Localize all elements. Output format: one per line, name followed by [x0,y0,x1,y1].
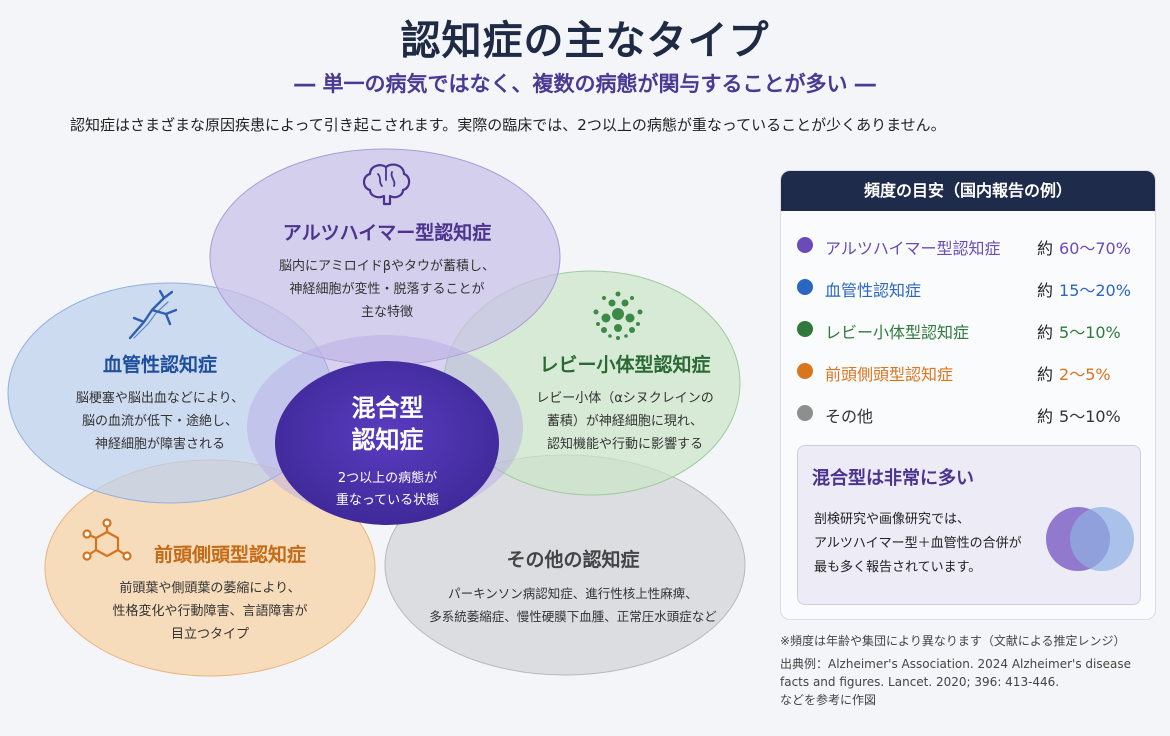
venn-diagram [7,148,746,677]
frequency-value-number: 15〜20% [1059,281,1131,300]
alzheimer-desc-line: 主な特徴 [360,305,413,320]
vascular-title: 血管性認知症 [102,354,217,376]
lewy-title: レビー小体型認知症 [539,354,711,376]
frequency-prefix: 約 [1037,323,1054,342]
frequency-name: アルツハイマー型認知症 [825,239,1001,258]
vascular-desc-line: 脳の血流が低下・途絶し、 [81,414,238,429]
mixed-desc-line: 重なっている状態 [335,493,440,508]
mixed-title-line: 認知症 [351,426,424,454]
frequency-name: 血管性認知症 [825,281,922,300]
ftd-desc-line: 前頭葉や側頭葉の萎縮により、 [119,581,301,596]
frequency-header: 頻度の目安（国内報告の例） [781,171,1155,211]
ftd-section: 前頭側頭型認知症 前頭葉や側頭葉の萎縮により、 性格変化や行動障害、言語障害が … [60,540,360,646]
mixed-info-line: 最も多く報告されています。 [814,560,982,575]
alzheimer-desc-line: 脳内にアミロイドβやタウが蓄積し、 [278,259,496,274]
dots-cluster-icon [593,291,643,340]
frequency-value-number: 5〜10% [1059,323,1121,342]
frequency-panel: 頻度の目安（国内報告の例） アルツハイマー型認知症 約 60〜70% 血管性認知症… [780,170,1156,620]
legend-dot [797,405,813,421]
alzheimer-section: アルツハイマー型認知症 脳内にアミロイドβやタウが蓄積し、 神経細胞が変性・脱落… [222,218,552,324]
frequency-value: 約 5〜10% [1037,319,1121,343]
frequency-value: 約 5〜10% [1037,403,1121,427]
other-desc-line: 多系統萎縮症、慢性硬膜下血腫、正常圧水頭症など [429,609,717,624]
mixed-desc-line: 2つ以上の病態が [337,471,438,486]
ftd-title: 前頭側頭型認知症 [153,544,306,566]
overlap-circles-icon [1046,507,1134,571]
alzheimer-desc: 脳内にアミロイドβやタウが蓄積し、 神経細胞が変性・脱落することが 主な特徴 [222,255,552,324]
frequency-prefix: 約 [1037,281,1054,300]
lewy-desc: レビー小体（αシヌクレインの 蓄積）が神経細胞に現れ、 認知機能や行動に影響する [490,387,760,456]
mixed-title: 混合型 認知症 [300,392,475,456]
frequency-row: レビー小体型認知症 約 5〜10% [781,317,1155,343]
source-line: facts and figures. Lancet. 2020; 396: 41… [780,675,1060,689]
ftd-desc: 前頭葉や側頭葉の萎縮により、 性格変化や行動障害、言語障害が 目立つタイプ [60,577,360,646]
mixed-info-desc: 剖検研究や画像研究では、 アルツハイマー型＋血管性の合併が 最も多く報告されてい… [814,508,1044,580]
frequency-row: その他 約 5〜10% [781,401,1155,427]
frequency-value: 約 15〜20% [1037,277,1131,301]
frequency-prefix: 約 [1037,239,1054,258]
vascular-desc-line: 脳梗塞や脳出血などにより、 [75,391,245,406]
frequency-name: 前頭側頭型認知症 [825,365,954,384]
frequency-value: 約 60〜70% [1037,235,1131,259]
mixed-info-title: 混合型は非常に多い [812,468,974,489]
ftd-desc-line: 目立つタイプ [170,627,249,642]
vascular-desc: 脳梗塞や脳出血などにより、 脳の血流が低下・途絶し、 神経細胞が障害される [30,387,290,456]
lewy-desc-line: 認知機能や行動に影響する [546,437,703,452]
molecule-icon [82,518,132,561]
frequency-name: レビー小体型認知症 [825,323,970,342]
frequency-value-number: 5〜10% [1059,407,1121,426]
lewy-desc-line: 蓄積）が神経細胞に現れ、 [546,414,704,429]
page-title: 認知症の主なタイプ [400,18,770,64]
circle-mixed [275,361,499,525]
other-section: その他の認知症 パーキンソン病認知症、進行性核上性麻痺、 多系統萎縮症、慢性硬膜… [408,545,738,628]
alzheimer-title: アルツハイマー型認知症 [282,222,492,244]
frequency-value-number: 2〜5% [1059,365,1111,384]
frequency-note: ※頻度は年齢や集団により異なります（文献による推定レンジ） [780,634,1126,648]
frequency-prefix: 約 [1037,407,1054,426]
legend-dot [797,279,813,295]
source-line: などを参考に作図 [780,693,877,707]
mixed-info-line: アルツハイマー型＋血管性の合併が [814,536,1022,551]
intro-text: 認知症はさまざまな原因疾患によって引き起こされます。実際の臨床では、2つ以上の病… [70,116,946,134]
mixed-section: 混合型 認知症 2つ以上の病態が 重なっている状態 [300,392,475,512]
mixed-desc: 2つ以上の病態が 重なっている状態 [300,468,475,512]
frequency-name: その他 [825,407,874,426]
vascular-desc-line: 神経細胞が障害される [94,437,225,452]
legend-dot [797,237,813,253]
legend-dot [797,363,813,379]
ftd-desc-line: 性格変化や行動障害、言語障害が [112,604,308,619]
lewy-desc-line: レビー小体（αシヌクレインの [536,391,714,406]
frequency-row: 前頭側頭型認知症 約 2〜5% [781,359,1155,385]
blood-vessel-icon [128,289,178,340]
vascular-section: 血管性認知症 脳梗塞や脳出血などにより、 脳の血流が低下・途絶し、 神経細胞が障… [30,350,290,456]
frequency-prefix: 約 [1037,365,1054,384]
frequency-value: 約 2〜5% [1037,361,1111,385]
source-line: 出典例：Alzheimer's Association. 2024 Alzhei… [780,657,1131,671]
frequency-value-number: 60〜70% [1059,239,1131,258]
other-desc-line: パーキンソン病認知症、進行性核上性麻痺、 [448,586,698,601]
other-title: その他の認知症 [506,549,640,571]
mixed-info-box: 混合型は非常に多い 剖検研究や画像研究では、 アルツハイマー型＋血管性の合併が … [797,445,1141,605]
frequency-row: 血管性認知症 約 15〜20% [781,275,1155,301]
page-subtitle: ― 単一の病気ではなく、複数の病態が関与することが多い ― [294,72,876,96]
lewy-section: レビー小体型認知症 レビー小体（αシヌクレインの 蓄積）が神経細胞に現れ、 認知… [490,350,760,456]
source-citation: 出典例：Alzheimer's Association. 2024 Alzhei… [780,655,1160,709]
legend-dot [797,321,813,337]
alzheimer-desc-line: 神経細胞が変性・脱落することが [289,282,485,297]
frequency-row: アルツハイマー型認知症 約 60〜70% [781,233,1155,259]
brain-icon [362,163,411,206]
mixed-title-line: 混合型 [351,394,424,422]
mixed-info-line: 剖検研究や画像研究では、 [814,512,971,527]
other-desc: パーキンソン病認知症、進行性核上性麻痺、 多系統萎縮症、慢性硬膜下血腫、正常圧水… [408,582,738,628]
